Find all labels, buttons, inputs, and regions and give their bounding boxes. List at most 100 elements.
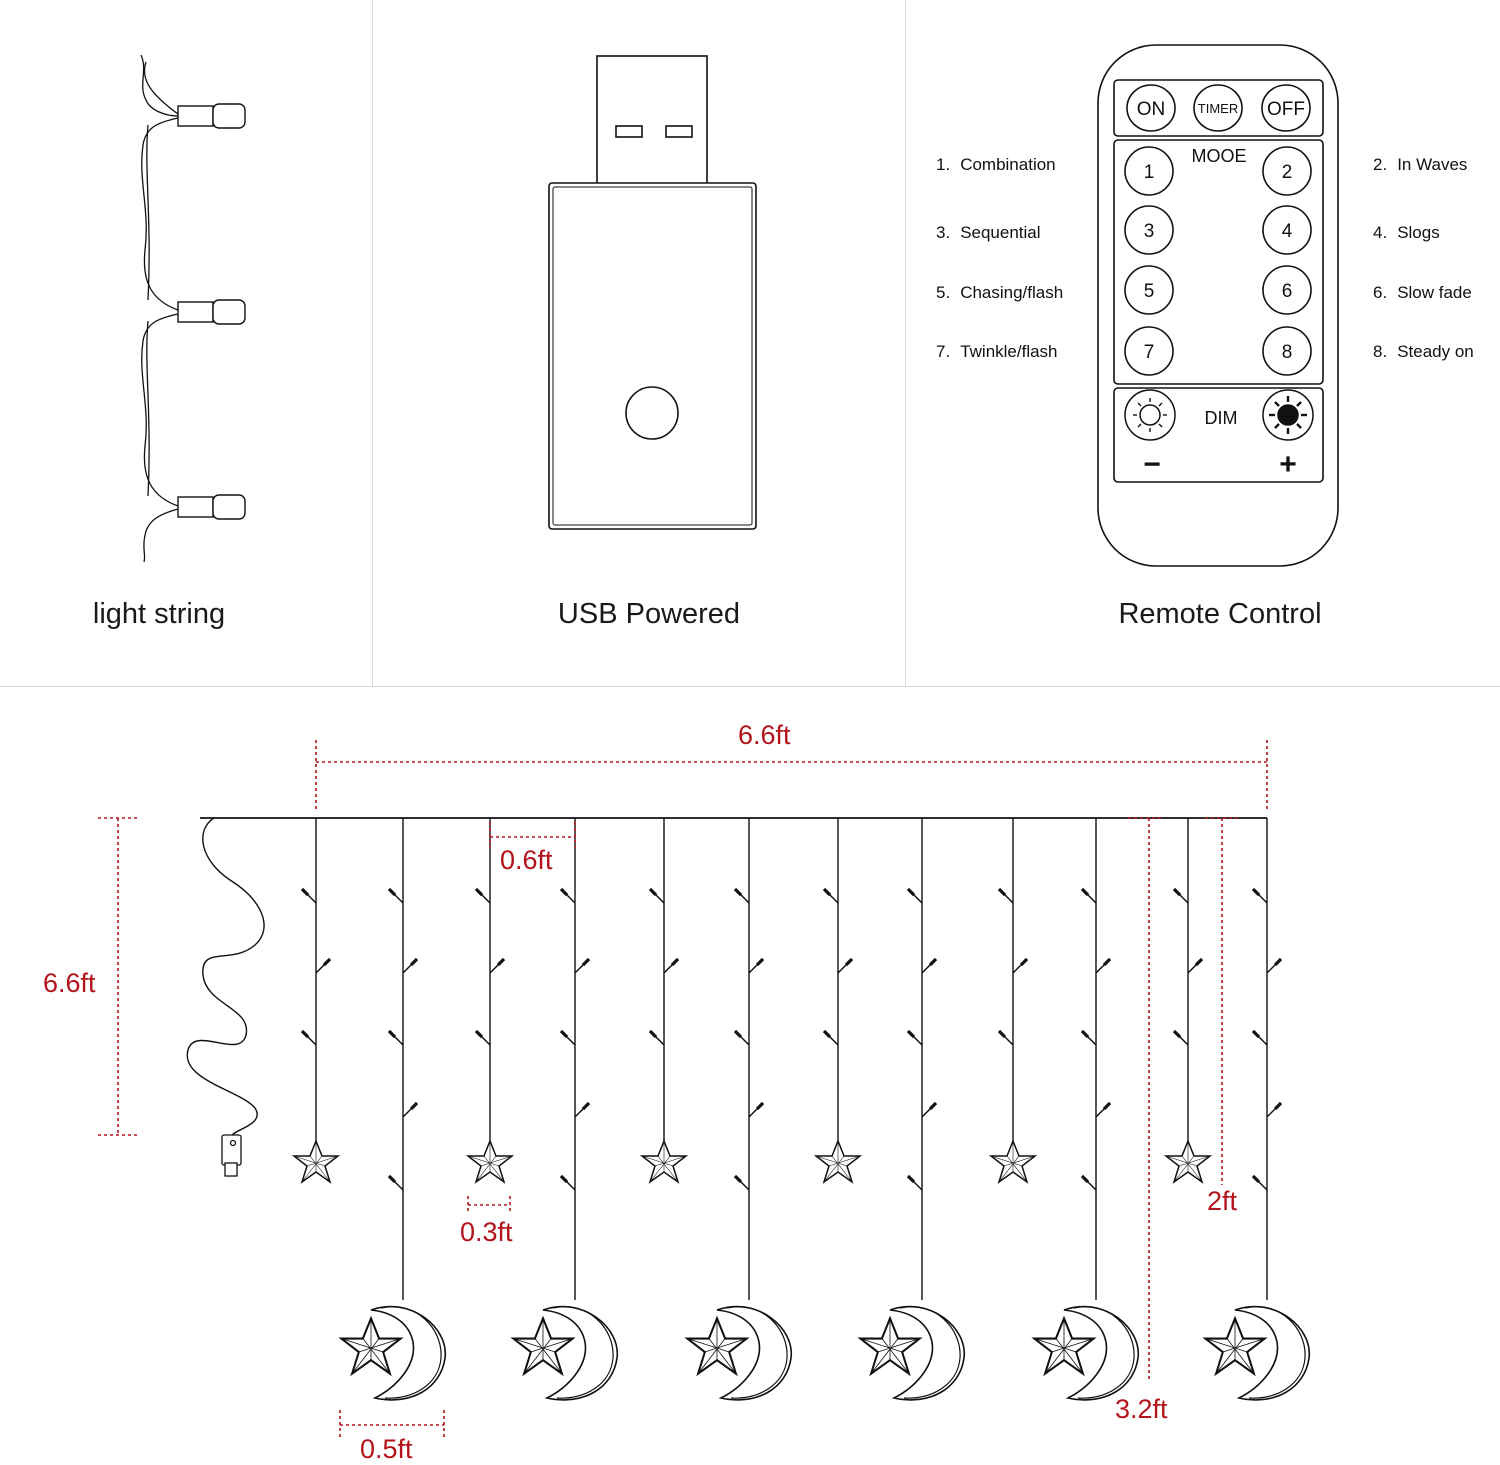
bulb-2 <box>177 299 246 325</box>
bulb-1 <box>177 103 246 129</box>
moon-strand-bulb-tip <box>387 887 397 897</box>
strand-spacing-label: 0.6ft <box>500 845 553 875</box>
mode-button-label-6: 6 <box>1282 281 1293 302</box>
moon-strand-bulb-tip <box>906 887 916 897</box>
star-strand-bulb-tip <box>322 957 332 967</box>
star-strand-bulb-tip <box>997 1029 1007 1039</box>
usb-caption: USB Powered <box>557 598 741 630</box>
on-button-label: ON <box>1137 99 1166 120</box>
star-pendant-6 <box>1165 1140 1211 1183</box>
usb-plug-icon <box>221 1134 242 1177</box>
star-pendant-1 <box>293 1140 339 1183</box>
moon-strand-bulb-tip <box>581 1101 591 1111</box>
mode-button-6 <box>1262 265 1312 315</box>
mode-button-label-3: 3 <box>1144 221 1155 242</box>
star-width-label: 0.3ft <box>460 1217 513 1247</box>
mode-right-2: 2.In Waves <box>1373 155 1468 174</box>
moon-strand-bulb-tip <box>928 1101 938 1111</box>
moon-star-pendant-4 <box>859 1317 921 1375</box>
height-dimension-label: 6.6ft <box>43 968 96 998</box>
section-divider <box>0 686 1500 687</box>
star-pendant-5 <box>990 1140 1036 1183</box>
usb-panel: USB Powered <box>373 0 905 686</box>
moon-strand-bulb-tip <box>581 957 591 967</box>
star-strand-bulb-tip <box>1194 957 1204 967</box>
moon-star-pendant-1 <box>340 1317 402 1375</box>
timer-button-label: TIMER <box>1198 101 1238 116</box>
mode-button-4 <box>1262 205 1312 255</box>
usb-receiver-circle <box>625 386 679 440</box>
usb-plug <box>596 55 708 185</box>
star-strand-bulb-tip <box>844 957 854 967</box>
mode-right-8: 8.Steady on <box>1373 342 1474 361</box>
dim-up-button <box>1262 389 1314 441</box>
moon-strand-bulb-tip <box>1080 1174 1090 1184</box>
usb-body <box>548 182 757 530</box>
off-button <box>1261 84 1311 132</box>
moon-strand-bulb-tip <box>733 1029 743 1039</box>
mode-button-label-1: 1 <box>1144 162 1155 183</box>
moon-strand-bulb-tip <box>1251 1029 1261 1039</box>
panel-divider-2 <box>905 0 906 686</box>
moon-strand-bulb-tip <box>409 957 419 967</box>
remote-body <box>1097 44 1339 567</box>
mode-button-7 <box>1124 326 1174 376</box>
on-button <box>1126 84 1176 132</box>
panel-divider-1 <box>372 0 373 686</box>
mode-button-3 <box>1124 205 1174 255</box>
star-strand-bulb-tip <box>496 957 506 967</box>
strands <box>200 817 1311 1401</box>
moon-star-pendant-5 <box>1033 1317 1095 1375</box>
star-strand-bulb-tip <box>300 1029 310 1039</box>
moon-strand-bulb-tip <box>559 1029 569 1039</box>
usb-adapter-drawing <box>548 55 757 530</box>
star-strand-bulb-tip <box>300 887 310 897</box>
mode-button-8 <box>1262 326 1312 376</box>
width-dimension-label: 6.6ft <box>738 720 791 750</box>
star-strand-bulb-tip <box>1172 887 1182 897</box>
star-pendant-2 <box>467 1140 513 1183</box>
mode-button-label-7: 7 <box>1144 342 1155 363</box>
moon-strand-bulb-tip <box>906 1174 916 1184</box>
mode-right-4: 4.Slogs <box>1373 223 1440 242</box>
moon-strand-bulb-tip <box>733 1174 743 1184</box>
star-strand-bulb-tip <box>474 887 484 897</box>
moon-strand-bulb-tip <box>733 887 743 897</box>
star-strand-bulb-tip <box>822 887 832 897</box>
mode-left-7: 7.Twinkle/flash <box>936 342 1058 361</box>
mode-buttons <box>1124 146 1312 376</box>
mode-button-1 <box>1124 146 1174 196</box>
moon-strand-bulb-tip <box>1251 1174 1261 1184</box>
moon-strand-bulb-tip <box>755 957 765 967</box>
moon-strand-bulb-tip <box>409 1101 419 1111</box>
dimension-lines <box>98 740 1268 1440</box>
moon-strand-bulb-tip <box>1251 887 1261 897</box>
mode-left-5: 5.Chasing/flash <box>936 283 1064 302</box>
star-strand-bulb-tip <box>997 887 1007 897</box>
moon-strand-bulb-tip <box>387 1029 397 1039</box>
moon-width-label: 0.5ft <box>360 1434 413 1464</box>
star-strand-bulb-tip <box>648 887 658 897</box>
mode-button-label-5: 5 <box>1144 281 1155 302</box>
light-string-panel: light string <box>0 0 372 686</box>
moon-star-pendant-2 <box>512 1317 574 1375</box>
moon-star-pendant-6 <box>1204 1317 1266 1375</box>
mode-button-2 <box>1262 146 1312 196</box>
star-pendant-3 <box>641 1140 687 1183</box>
moon-strand-bulb-tip <box>1080 1029 1090 1039</box>
mode-header: MOOE <box>1191 146 1246 166</box>
moon-strand-bulb-tip <box>559 887 569 897</box>
curtain-diagram <box>98 740 1311 1440</box>
mode-left-3: 3.Sequential <box>936 223 1041 242</box>
dim-label: DIM <box>1205 408 1238 428</box>
moon-strand-bulb-tip <box>559 1174 569 1184</box>
dim-plus-label: + <box>1279 448 1297 481</box>
light-string-drawing <box>140 54 246 563</box>
moon-strand-bulb-tip <box>387 1174 397 1184</box>
star-strand-bulb-tip <box>822 1029 832 1039</box>
mode-button-label-2: 2 <box>1282 162 1293 183</box>
remote-caption: Remote Control <box>1118 598 1322 630</box>
